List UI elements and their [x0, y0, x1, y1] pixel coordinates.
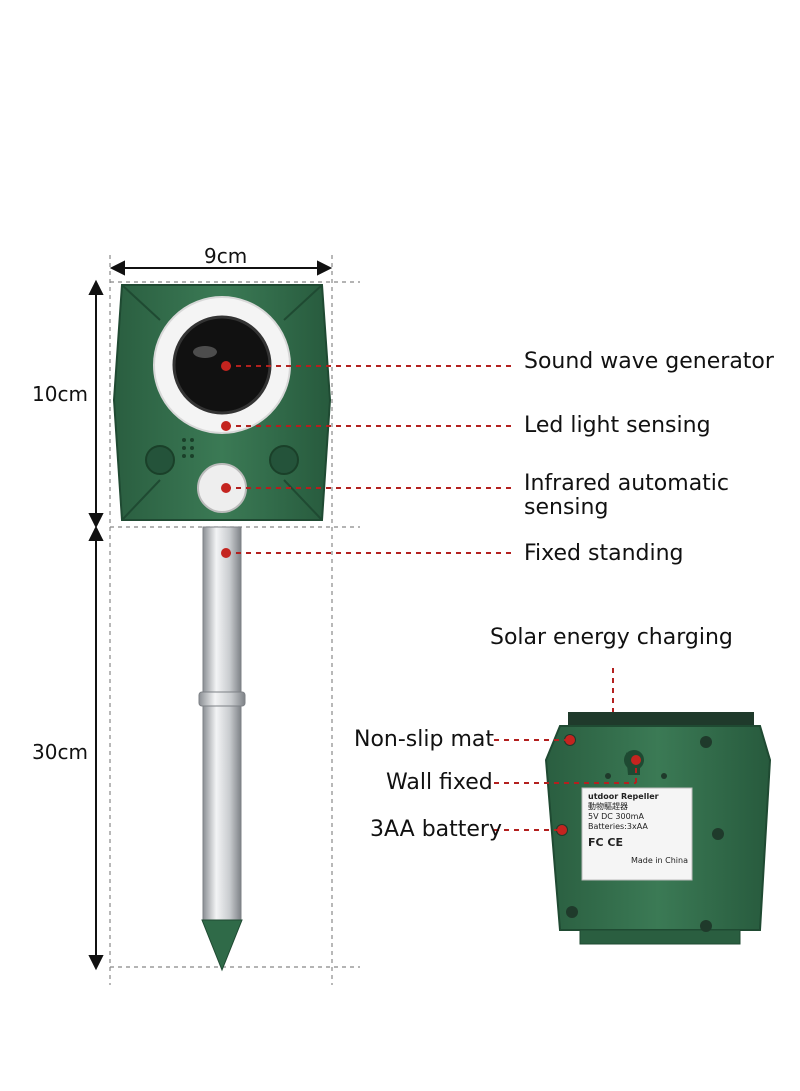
non-slip-mat-label: Non-slip mat	[354, 727, 494, 752]
dimension-guides	[109, 255, 360, 985]
leader-lines	[226, 365, 637, 831]
height-arrows	[88, 279, 104, 971]
sound-wave-label: Sound wave generator	[524, 349, 774, 374]
sticker-title: utdoor Repeller	[588, 792, 659, 801]
sticker-spec-power: 5V DC 300mA	[588, 812, 644, 821]
width-arrow	[109, 260, 333, 276]
sticker-subtitle: 動物驅趕器	[588, 802, 628, 811]
stake-height-label: 30cm	[32, 740, 88, 764]
battery-label: 3AA battery	[370, 817, 502, 842]
width-label: 9cm	[204, 244, 248, 268]
sticker-spec-battery: Batteries:3xAA	[588, 822, 648, 831]
front-device	[112, 284, 332, 521]
infrared-sensing-label: Infrared automatic sensing	[524, 471, 730, 520]
leader-dots	[221, 361, 641, 835]
sticker-cert: FC CE	[588, 836, 624, 849]
fixed-standing-label: Fixed standing	[524, 541, 684, 566]
stake	[198, 526, 246, 972]
led-sensing-label: Led light sensing	[524, 413, 711, 438]
product-sticker: utdoor Repeller 動物驅趕器 5V DC 300mA Batter…	[588, 792, 688, 866]
body-height-label: 10cm	[32, 382, 88, 406]
wall-fixed-label: Wall fixed	[386, 770, 493, 795]
sticker-made-in: Made in China	[630, 856, 688, 865]
solar-charging-label: Solar energy charging	[490, 625, 733, 650]
